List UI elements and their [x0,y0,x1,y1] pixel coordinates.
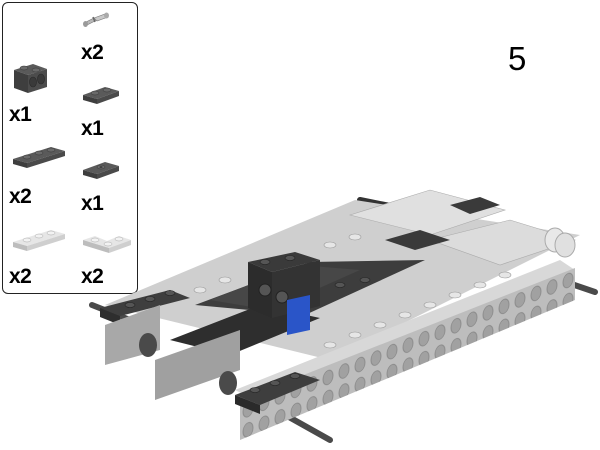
plate-1x3-icon [13,147,65,168]
corner-plate-icon [83,236,131,253]
jumper-plate-icon [83,162,119,179]
highlight-blue [287,295,310,335]
quantity-label: x1 [81,117,104,140]
quantity-label: x1 [9,103,32,126]
plate-1x3-light-icon [13,230,65,251]
quantity-label: x2 [9,185,32,208]
quantity-label: x2 [81,265,104,288]
step-number: 5 [508,40,527,77]
quantity-label: x2 [81,41,104,64]
technic-brick-icon [14,64,47,93]
quantity-label: x2 [9,265,32,288]
plate-1x2-icon [83,87,119,104]
parts-list-callout: x2 x1 x1 x2 x1 [2,2,138,294]
quantity-label: x1 [81,192,104,215]
technic-pin-icon [83,12,109,27]
